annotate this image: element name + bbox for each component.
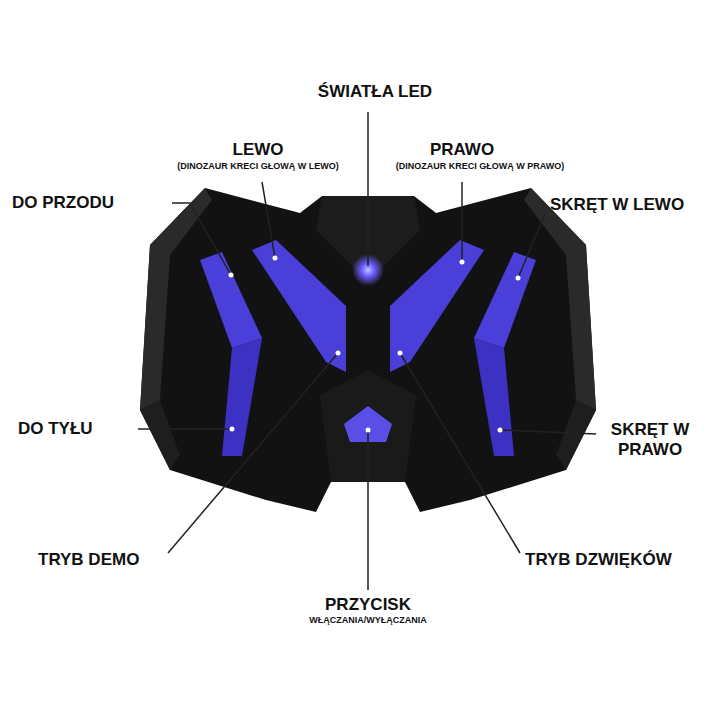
button-left bbox=[252, 240, 346, 372]
body-facet bbox=[524, 188, 596, 410]
leader-dot bbox=[273, 256, 278, 261]
leader-dot bbox=[366, 428, 371, 433]
body-facet bbox=[140, 400, 180, 470]
body-facet bbox=[556, 400, 596, 470]
leader-dot bbox=[516, 276, 521, 281]
leader-line bbox=[400, 353, 520, 553]
part-label: TRYB DZWIĘKÓW bbox=[525, 550, 672, 570]
leader-line bbox=[367, 112, 369, 266]
button-right bbox=[390, 240, 484, 372]
button-backward bbox=[222, 338, 262, 456]
leader-line bbox=[138, 428, 232, 430]
part-label: ŚWIATŁA LED bbox=[318, 82, 432, 102]
part-label: (DINOZAUR KRECI GŁOWĄ W PRAWO) bbox=[396, 161, 564, 171]
leader-line bbox=[168, 353, 338, 553]
leader-line bbox=[518, 214, 545, 278]
leader-line bbox=[262, 182, 275, 258]
leader-dot bbox=[398, 351, 403, 356]
part-label: LEWO bbox=[233, 140, 284, 160]
part-label: SKRĘT W LEWO bbox=[550, 195, 684, 215]
leader-line bbox=[500, 430, 596, 434]
button-turn-left bbox=[474, 252, 536, 348]
leader-line bbox=[172, 203, 231, 275]
leader-dot bbox=[229, 273, 234, 278]
part-label: PRAWO bbox=[430, 140, 494, 160]
part-label: TRYB DEMO bbox=[38, 550, 139, 570]
part-label: (DINOZAUR KRECI GŁOWĄ W LEWO) bbox=[177, 161, 338, 171]
part-label: PRZYCISK bbox=[325, 595, 411, 615]
part-label: DO TYŁU bbox=[18, 419, 93, 439]
part-label: DO PRZODU bbox=[12, 193, 114, 213]
leader-dot bbox=[498, 428, 503, 433]
leader-line bbox=[461, 182, 463, 262]
leader-dot bbox=[230, 427, 235, 432]
button-forward bbox=[200, 252, 262, 348]
leader-dot bbox=[336, 351, 341, 356]
leader-dot bbox=[460, 260, 465, 265]
button-turn-right bbox=[474, 338, 514, 456]
part-label: SKRĘT W PRAWO bbox=[600, 420, 700, 459]
part-label: WŁĄCZANIA/WYŁĄCZANIA bbox=[309, 615, 426, 625]
leader-line bbox=[367, 430, 369, 590]
